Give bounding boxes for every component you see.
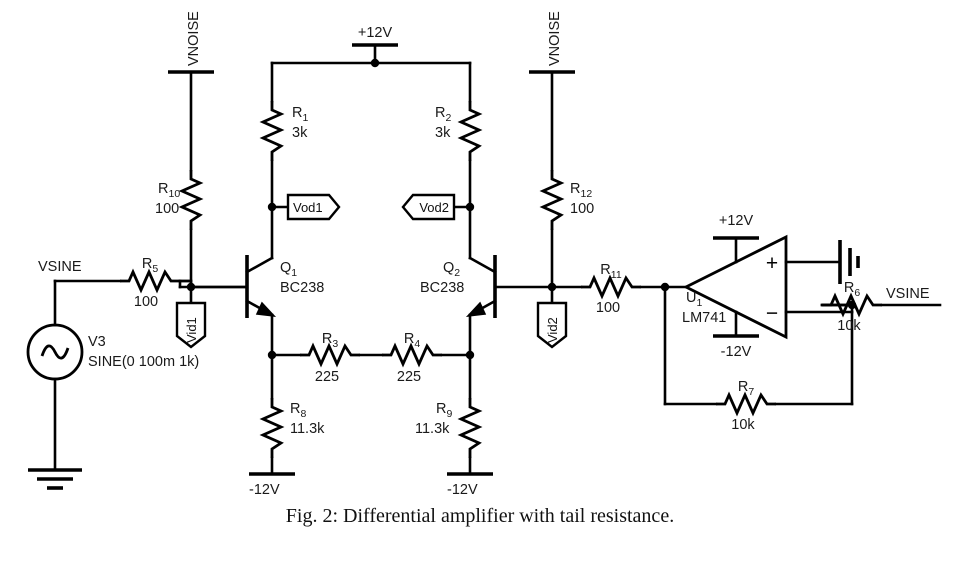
label-r4-value: 225 [397, 369, 421, 385]
resistor-r2-branch [459, 61, 481, 260]
label-source-spec: SINE(0 100m 1k) [88, 354, 199, 370]
label-r12-value: 100 [570, 201, 594, 217]
label-r10-ref: R10 [158, 181, 180, 200]
label-opamp-part: LM741 [682, 310, 726, 326]
label-r8-value: 11.3k [290, 421, 325, 437]
label-r6-ref: R6 [844, 280, 860, 299]
label-q1-ref: Q1 [280, 260, 297, 279]
label-opamp-minus-input: − [766, 302, 778, 325]
label-r10-value: 100 [155, 201, 179, 217]
label-r4-ref: R4 [404, 331, 420, 350]
output-node-r6 [820, 294, 942, 316]
label-r7-value: 10k [731, 417, 755, 433]
resistor-r1-branch [261, 61, 283, 260]
label-rail-positive: +12V [358, 25, 393, 41]
label-r12-ref: R12 [570, 181, 592, 200]
label-r9-value: 11.3k [415, 421, 450, 437]
vnoise-right-branch [529, 70, 575, 292]
label-vod1: Vod1 [293, 200, 323, 215]
rail-positive-12v [270, 43, 472, 68]
label-opamp-ref: U1 [686, 290, 702, 309]
label-r3-value: 225 [315, 369, 339, 385]
label-r9-ref: R9 [436, 401, 452, 420]
label-r11-value: 100 [596, 300, 620, 316]
label-opamp-plus-input: + [766, 252, 778, 275]
label-r7-ref: R7 [738, 379, 754, 398]
label-opamp-positive-supply: +12V [719, 213, 754, 229]
label-vod2: Vod2 [419, 200, 449, 215]
label-r1-value: 3k [292, 125, 308, 141]
label-r5-value: 100 [134, 294, 158, 310]
label-vid1: Vid1 [184, 317, 199, 343]
figure-caption: Fig. 2: Differential amplifier with tail… [285, 505, 675, 527]
label-neg12v-q2: -12V [447, 482, 478, 498]
ground-opamp-plus [838, 240, 860, 284]
testpoint-vid2[interactable] [536, 285, 568, 349]
label-r6-value: 10k [837, 318, 861, 334]
source-v3-branch [26, 270, 193, 490]
label-r11-ref: R11 [600, 262, 622, 281]
tail-resistors-r3-r4 [267, 344, 475, 366]
vnoise-left-branch [168, 70, 214, 292]
label-r8-ref: R8 [290, 401, 306, 420]
label-r5-ref: R5 [142, 256, 158, 275]
label-vsine-output: VSINE [886, 286, 930, 302]
testpoint-vod2[interactable] [401, 193, 472, 221]
resistor-r7-feedback [663, 285, 854, 415]
label-q2-ref: Q2 [443, 260, 460, 279]
resistor-r9-branch [447, 353, 493, 476]
label-q2-part: BC238 [420, 280, 464, 296]
label-vnoise-left: VNOISE [186, 11, 202, 66]
label-r1-ref: R1 [292, 105, 308, 124]
transistor-q2 [465, 255, 554, 357]
label-r3-ref: R3 [322, 331, 338, 350]
label-r2-value: 3k [435, 125, 451, 141]
resistor-r8-branch [249, 353, 295, 476]
label-r2-ref: R2 [435, 105, 451, 124]
label-vnoise-right: VNOISE [547, 11, 563, 66]
label-vid2: Vid2 [545, 317, 560, 343]
label-vsine-input: VSINE [38, 259, 82, 275]
label-source-ref: V3 [88, 334, 106, 350]
testpoint-vod1[interactable] [270, 193, 341, 221]
label-q1-part: BC238 [280, 280, 324, 296]
label-opamp-negative-supply: -12V [721, 344, 752, 360]
testpoint-vid1[interactable] [175, 285, 207, 349]
label-neg12v-q1: -12V [249, 482, 280, 498]
